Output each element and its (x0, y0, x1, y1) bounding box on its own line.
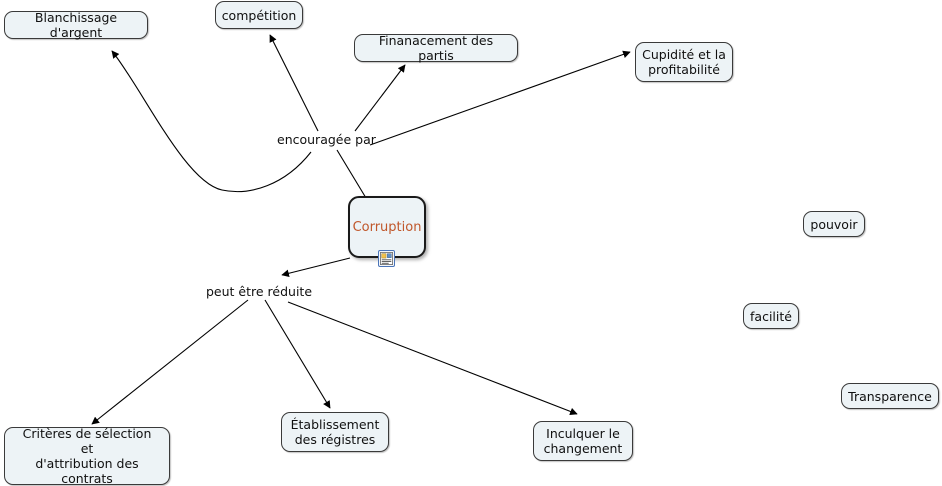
edge-encouragee-competition (269, 34, 319, 132)
node-finanacement-des-partis[interactable]: Finanacement des partis (354, 33, 518, 63)
node-blanchissage-dargent[interactable]: Blanchissage d'argent (4, 10, 148, 40)
edge-encouragee-blanchissage (111, 50, 312, 193)
node-label: Finanacement des partis (378, 33, 494, 63)
document-icon-glyph (380, 252, 393, 265)
node-cupidite-et-la-profitabilite[interactable]: Cupidité et la profitabilité (635, 42, 733, 82)
edge-reduite-inculquer (287, 301, 578, 416)
node-label: pouvoir (810, 216, 858, 232)
document-icon[interactable] (378, 250, 395, 267)
edge-corruption-reduite (281, 257, 351, 278)
node-label: Blanchissage d'argent (34, 10, 118, 40)
node-pouvoir[interactable]: pouvoir (803, 211, 865, 237)
node-etablissement-des-registres[interactable]: Établissement des régistres (281, 412, 389, 452)
node-label: Établissement des régistres (290, 417, 380, 447)
node-label: compétition (221, 7, 297, 23)
node-facilite[interactable]: facilité (743, 303, 799, 329)
node-label: facilité (750, 308, 792, 324)
link-label-encouragee-par[interactable]: encouragée par (277, 132, 376, 147)
node-label: Cupidité et la profitabilité (642, 47, 726, 77)
edge-reduite-criteres (91, 299, 249, 425)
edge-corruption-encouragee (336, 149, 367, 199)
node-label: Corruption (352, 219, 422, 235)
edge-encouragee-cupidite (369, 50, 631, 146)
node-criteres-de-selection[interactable]: Critères de sélection et d'attribution d… (4, 426, 170, 486)
node-inculquer-le-changement[interactable]: Inculquer le changement (533, 421, 633, 461)
link-label-peut-etre-reduite[interactable]: peut être réduite (206, 284, 312, 299)
node-label: Critères de sélection et d'attribution d… (22, 426, 152, 486)
node-corruption[interactable]: Corruption (348, 196, 426, 258)
node-competition[interactable]: compétition (215, 1, 303, 29)
node-label: Transparence (848, 388, 932, 404)
node-label: Inculquer le changement (543, 426, 623, 456)
edge-reduite-etablissement (264, 299, 331, 409)
edge-encouragee-financement (354, 64, 406, 132)
node-transparence[interactable]: Transparence (841, 383, 939, 409)
link-label-text: encouragée par (277, 132, 376, 147)
link-label-text: peut être réduite (206, 284, 313, 299)
